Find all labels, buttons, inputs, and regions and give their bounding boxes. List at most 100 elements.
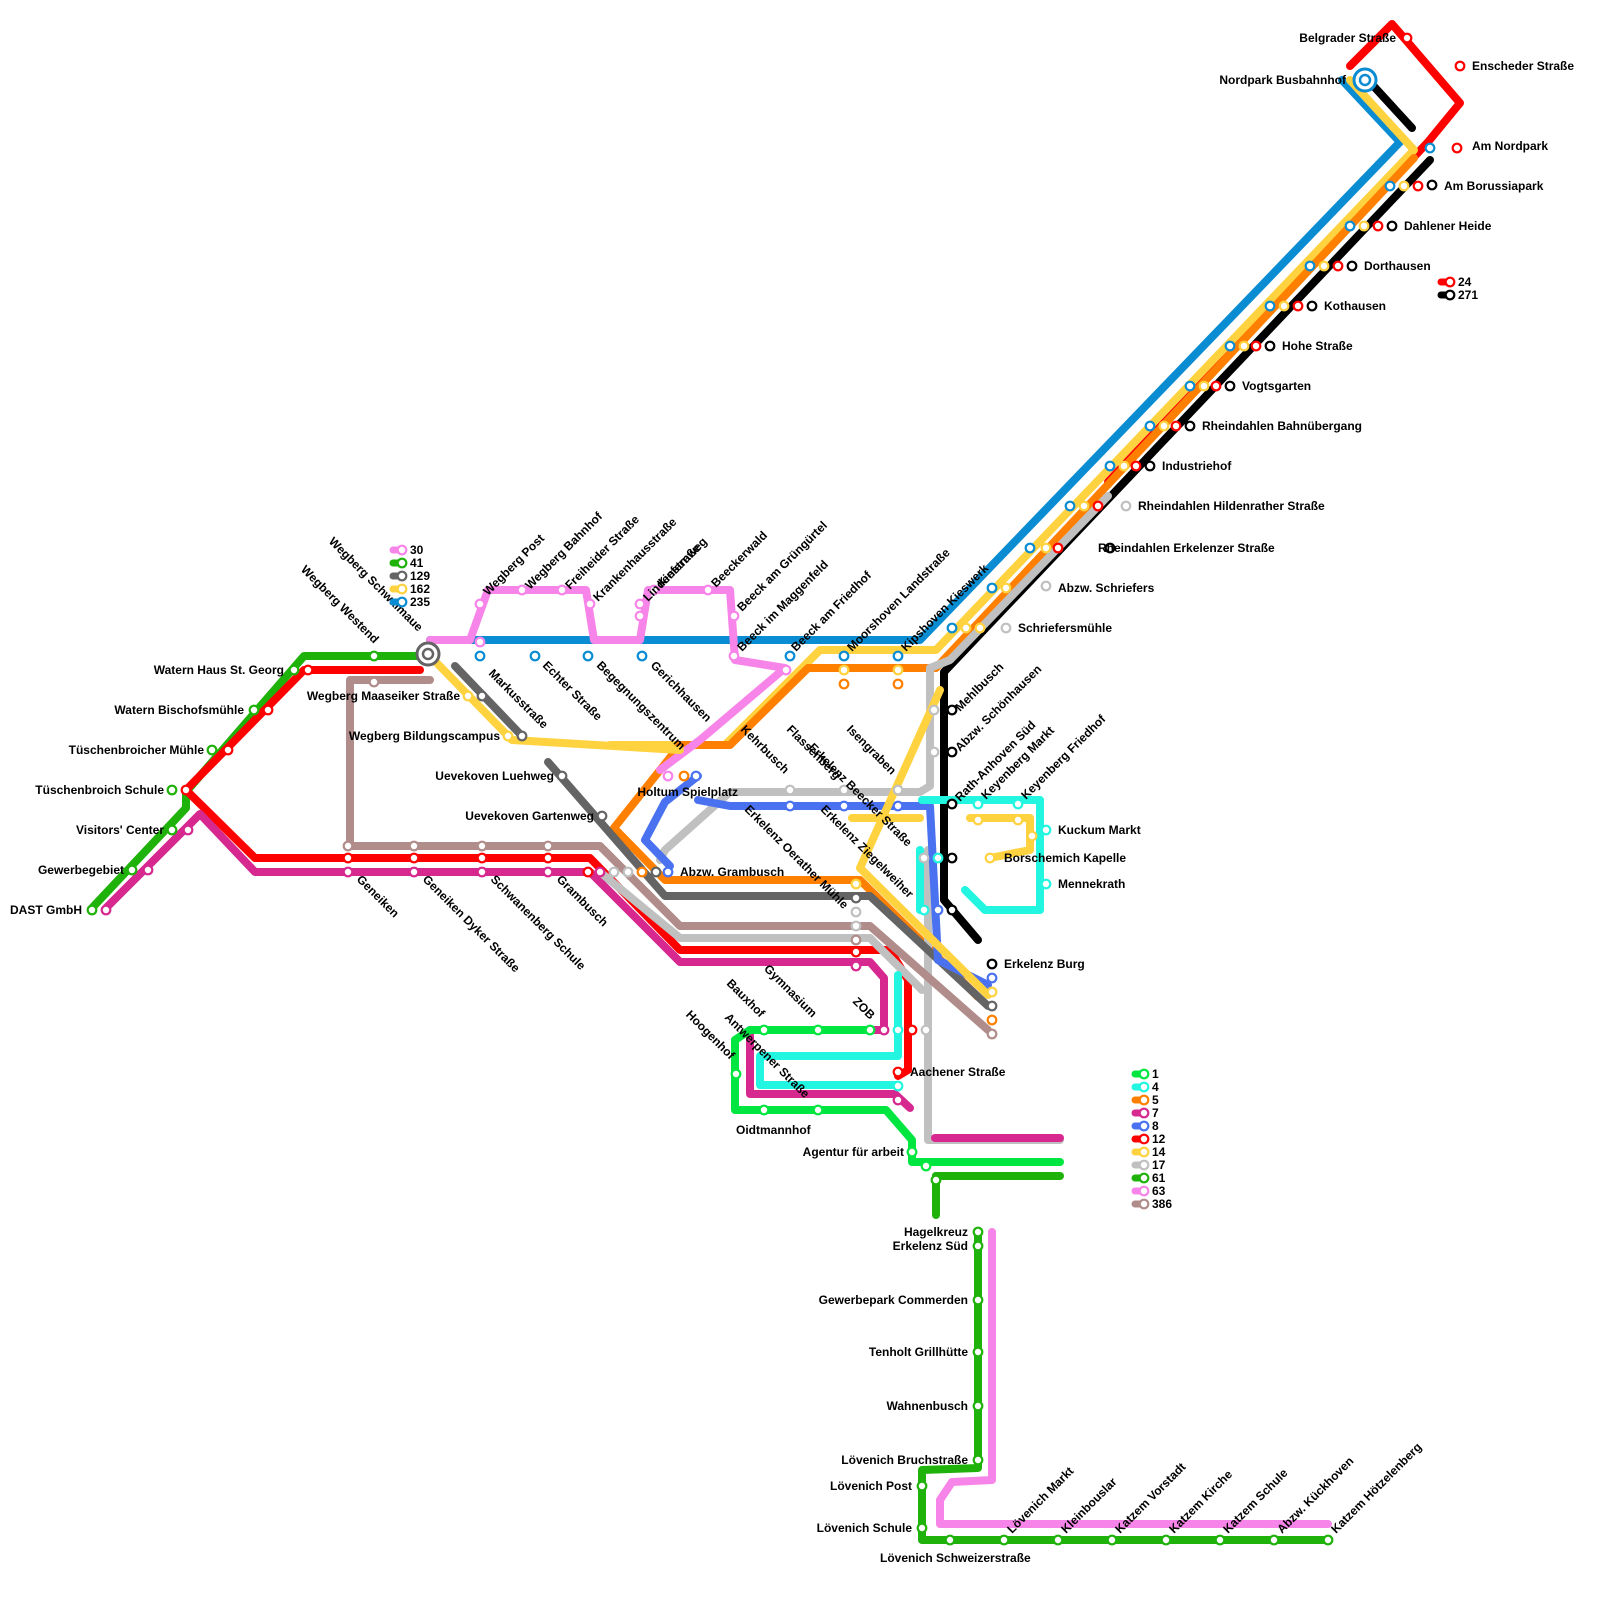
station-label-tueschen-schule[interactable]: Tüschenbroich Schule bbox=[35, 783, 164, 797]
stop-marker[interactable] bbox=[1122, 502, 1131, 511]
stop-marker[interactable] bbox=[988, 974, 997, 983]
stop-marker[interactable] bbox=[988, 1030, 997, 1039]
station-label-loev-schweizer[interactable]: Lövenich Schweizerstraße bbox=[880, 1551, 1031, 1565]
stop-marker[interactable] bbox=[1266, 342, 1275, 351]
station-label-dahlener-heide[interactable]: Dahlener Heide bbox=[1404, 219, 1492, 233]
stop-marker[interactable] bbox=[476, 600, 485, 609]
stop-marker[interactable] bbox=[370, 678, 379, 687]
stop-marker[interactable] bbox=[558, 586, 567, 595]
stop-marker[interactable] bbox=[730, 612, 739, 621]
station-label-enscheder[interactable]: Enscheder Straße bbox=[1472, 59, 1574, 73]
stop-marker[interactable] bbox=[1146, 462, 1155, 471]
stop-marker[interactable] bbox=[168, 826, 177, 835]
stop-marker[interactable] bbox=[1042, 880, 1051, 889]
stop-marker[interactable] bbox=[988, 1002, 997, 1011]
stop-marker[interactable] bbox=[264, 706, 273, 715]
station-label-mennekrath[interactable]: Mennekrath bbox=[1058, 877, 1125, 891]
stop-marker[interactable] bbox=[988, 1016, 997, 1025]
stop-marker[interactable] bbox=[908, 1026, 917, 1035]
stop-marker[interactable] bbox=[1266, 302, 1275, 311]
stop-marker[interactable] bbox=[1106, 462, 1115, 471]
stop-marker[interactable] bbox=[1186, 422, 1195, 431]
station-label-aachener[interactable]: Aachener Straße bbox=[910, 1065, 1006, 1079]
station-label-kothausen[interactable]: Kothausen bbox=[1324, 299, 1386, 313]
stop-marker[interactable] bbox=[920, 906, 929, 915]
stop-marker[interactable] bbox=[930, 748, 939, 757]
station-label-wahnenbusch[interactable]: Wahnenbusch bbox=[886, 1399, 968, 1413]
station-label-loev-bruch[interactable]: Lövenich Bruchstraße bbox=[841, 1453, 968, 1467]
stop-marker[interactable] bbox=[478, 854, 487, 863]
stop-marker[interactable] bbox=[932, 1176, 941, 1185]
stop-marker[interactable] bbox=[894, 1096, 903, 1105]
stop-marker[interactable] bbox=[1428, 181, 1437, 190]
stop-marker[interactable] bbox=[1334, 262, 1343, 271]
stop-marker[interactable] bbox=[920, 854, 929, 863]
stop-marker[interactable] bbox=[184, 826, 193, 835]
station-label-borussiapark[interactable]: Am Borussiapark bbox=[1444, 179, 1544, 193]
stop-marker[interactable] bbox=[814, 1106, 823, 1115]
station-label-abzw-grambusch[interactable]: Abzw. Grambusch bbox=[680, 865, 784, 879]
stop-marker[interactable] bbox=[894, 666, 903, 675]
stop-marker[interactable] bbox=[852, 880, 861, 889]
stop-marker[interactable] bbox=[1212, 382, 1221, 391]
station-label-abzw-schriefers[interactable]: Abzw. Schriefers bbox=[1058, 581, 1155, 595]
stop-marker[interactable] bbox=[974, 1348, 983, 1357]
stop-marker[interactable] bbox=[680, 772, 689, 781]
stop-marker[interactable] bbox=[1054, 1536, 1063, 1545]
stop-marker[interactable] bbox=[894, 652, 903, 661]
stop-marker[interactable] bbox=[476, 652, 485, 661]
stop-marker[interactable] bbox=[1320, 262, 1329, 271]
stop-marker[interactable] bbox=[544, 854, 553, 863]
stop-marker[interactable] bbox=[88, 906, 97, 915]
stop-marker[interactable] bbox=[531, 652, 540, 661]
stop-marker[interactable] bbox=[988, 960, 997, 969]
stop-marker[interactable] bbox=[518, 732, 527, 741]
stop-marker[interactable] bbox=[598, 812, 607, 821]
stop-marker[interactable] bbox=[636, 600, 645, 609]
stop-marker[interactable] bbox=[1162, 1536, 1171, 1545]
stop-marker[interactable] bbox=[866, 1026, 875, 1035]
stop-marker[interactable] bbox=[1280, 302, 1289, 311]
stop-marker[interactable] bbox=[988, 988, 997, 997]
stop-marker[interactable] bbox=[782, 666, 791, 675]
stop-marker[interactable] bbox=[1014, 816, 1023, 825]
stop-marker[interactable] bbox=[988, 584, 997, 593]
stop-marker[interactable] bbox=[544, 868, 553, 877]
stop-marker[interactable] bbox=[518, 586, 527, 595]
station-label-watern-haus[interactable]: Watern Haus St. Georg bbox=[154, 663, 284, 677]
stop-marker[interactable] bbox=[704, 586, 713, 595]
station-label-erkelenz-burg[interactable]: Erkelenz Burg bbox=[1004, 957, 1085, 971]
stop-marker[interactable] bbox=[894, 786, 903, 795]
station-label-oidtmannhof[interactable]: Oidtmannhof bbox=[736, 1123, 812, 1137]
station-label-kuckum[interactable]: Kuckum Markt bbox=[1058, 823, 1141, 837]
stop-marker[interactable] bbox=[1014, 800, 1023, 809]
stop-marker[interactable] bbox=[922, 1026, 931, 1035]
stop-marker[interactable] bbox=[894, 1026, 903, 1035]
stop-marker[interactable] bbox=[478, 692, 487, 701]
stop-marker[interactable] bbox=[1000, 1536, 1009, 1545]
station-label-tenholt[interactable]: Tenholt Grillhütte bbox=[869, 1345, 968, 1359]
stop-marker[interactable] bbox=[1066, 502, 1075, 511]
stop-marker[interactable] bbox=[948, 624, 957, 633]
stop-marker[interactable] bbox=[974, 800, 983, 809]
stop-marker[interactable] bbox=[814, 1026, 823, 1035]
stop-marker[interactable] bbox=[974, 1228, 983, 1237]
station-label-rh-bahnuebergang[interactable]: Rheindahlen Bahnübergang bbox=[1202, 419, 1362, 433]
stop-marker[interactable] bbox=[344, 868, 353, 877]
stop-marker[interactable] bbox=[638, 652, 647, 661]
stop-marker[interactable] bbox=[852, 962, 861, 971]
stop-marker[interactable] bbox=[974, 1402, 983, 1411]
stop-marker[interactable] bbox=[636, 612, 645, 621]
stop-marker[interactable] bbox=[948, 748, 957, 757]
stop-marker[interactable] bbox=[840, 666, 849, 675]
stop-marker[interactable] bbox=[894, 680, 903, 689]
stop-marker[interactable] bbox=[1028, 832, 1037, 841]
station-label-uevekoven-gartenweg[interactable]: Uevekoven Gartenweg bbox=[465, 809, 594, 823]
stop-marker[interactable] bbox=[464, 692, 473, 701]
station-label-erkelenz-sued[interactable]: Erkelenz Süd bbox=[893, 1239, 968, 1253]
stop-marker[interactable] bbox=[1042, 826, 1051, 835]
station-label-wegberg-bildung[interactable]: Wegberg Bildungscampus bbox=[349, 729, 500, 743]
stop-marker[interactable] bbox=[948, 854, 957, 863]
stop-marker[interactable] bbox=[1146, 422, 1155, 431]
stop-marker[interactable] bbox=[840, 680, 849, 689]
